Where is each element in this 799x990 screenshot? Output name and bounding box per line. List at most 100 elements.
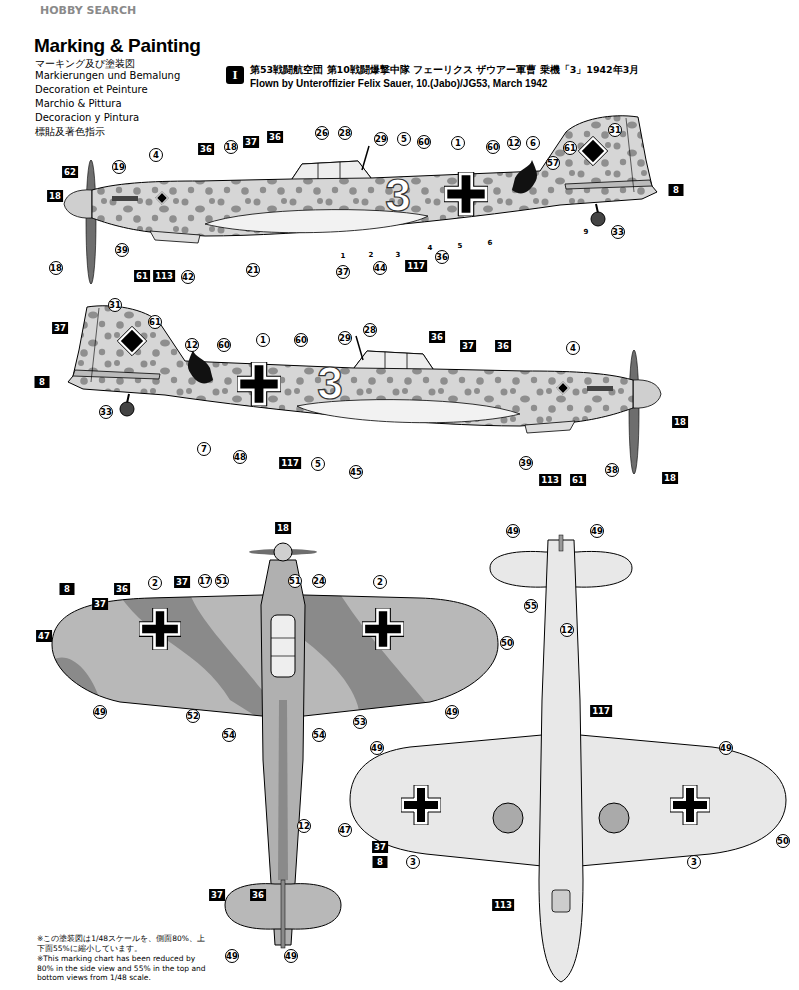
callout-number: 31	[608, 123, 622, 137]
stencil-number: 4	[428, 244, 433, 252]
callout-number: 2	[373, 575, 387, 589]
callout-number: 12	[507, 136, 521, 150]
callout-number: 38	[605, 463, 619, 477]
callout-number: 49	[225, 949, 239, 963]
scale-note: ※This marking chart has been reduced by …	[37, 954, 207, 983]
callout-number: 18	[49, 261, 63, 275]
callout-number: 4	[149, 148, 163, 162]
callout-number: 60	[217, 338, 231, 352]
callout-number: 3	[687, 855, 701, 869]
paint-callout: 18	[672, 416, 688, 428]
callout-number: 17	[198, 574, 212, 588]
callout-number: 61	[148, 315, 162, 329]
callout-number: 45	[349, 465, 363, 479]
callout-number: 50	[500, 636, 514, 650]
callout-number: 29	[338, 331, 352, 345]
marking-heading: Flown by Unteroffizier Felix Sauer, 10.(…	[250, 78, 547, 89]
callout-number: 44	[373, 261, 387, 275]
callout-number: 19	[112, 160, 126, 174]
callout-number: 28	[363, 323, 377, 337]
paint-callout: 18	[47, 190, 63, 202]
paint-callout: 18	[275, 522, 291, 534]
paint-callout: 37	[209, 889, 225, 901]
callout-number: 53	[353, 715, 367, 729]
callout-number: 36	[435, 250, 449, 264]
stencil-number: 2	[369, 251, 374, 259]
callout-number: 60	[417, 135, 431, 149]
paint-callout: 117	[405, 260, 427, 272]
callout-number: 49	[93, 705, 107, 719]
subtitle: マーキング及び塗装図	[35, 57, 135, 71]
callout-number: 51	[288, 574, 302, 588]
callout-number: 1	[256, 333, 270, 347]
aircraft-number: 3	[317, 356, 343, 410]
callout-number: 6	[526, 136, 540, 150]
callout-number: 49	[506, 524, 520, 538]
callout-number: 33	[99, 405, 113, 419]
paint-callout: 37	[92, 598, 108, 610]
callout-number: 51	[215, 574, 229, 588]
callout-number: 33	[611, 225, 625, 239]
callout-number: 60	[294, 333, 308, 347]
callout-number: 39	[519, 456, 533, 470]
stencil-number: 3	[396, 251, 401, 259]
callout-number: 52	[186, 709, 200, 723]
paint-callout: 117	[590, 705, 612, 717]
scheme-marker: I	[226, 66, 244, 84]
paint-callout: 61	[134, 270, 150, 282]
subtitle: Decoracion y Pintura	[35, 112, 139, 123]
scale-note: ※この塗装図は1/48スケールを、側面80%、上下面55%に縮小しています。	[37, 934, 207, 953]
watermark: HOBBY SEARCH	[40, 4, 136, 17]
bottom-view	[350, 535, 786, 982]
callout-number: 26	[315, 126, 329, 140]
paint-callout: 36	[267, 131, 283, 143]
paint-callout: 36	[114, 583, 130, 595]
stencil-number: 9	[584, 228, 589, 236]
paint-callout: 62	[62, 166, 78, 178]
subtitle: Marchio & Pittura	[35, 98, 122, 109]
callout-number: 5	[397, 132, 411, 146]
callout-number: 3	[406, 855, 420, 869]
paint-callout: 47	[36, 630, 52, 642]
callout-number: 2	[148, 576, 162, 590]
paint-callout: 37	[243, 136, 259, 148]
marking-heading: 第53戦闘航空団 第10戦闘爆撃中隊 フェーリクス ザウアー軍曹 乗機「3」19…	[250, 64, 639, 77]
callout-number: 61	[563, 141, 577, 155]
paint-callout: 37	[460, 340, 476, 352]
stencil-number: 6	[488, 239, 493, 247]
callout-number: 24	[312, 574, 326, 588]
page-title: Marking & Painting	[34, 35, 201, 57]
callout-number: 21	[246, 263, 260, 277]
paint-callout: 8	[669, 184, 684, 196]
callout-number: 54	[312, 728, 326, 742]
callout-number: 49	[284, 949, 298, 963]
callout-number: 49	[370, 741, 384, 755]
callout-number: 57	[546, 156, 560, 170]
callout-number: 60	[486, 140, 500, 154]
callout-number: 5	[311, 457, 325, 471]
paint-callout: 8	[60, 583, 75, 595]
callout-number: 1	[451, 136, 465, 150]
callout-number: 28	[338, 126, 352, 140]
paint-callout: 36	[429, 331, 445, 343]
subtitle: 標貼及著色指示	[35, 125, 105, 139]
aircraft-number: 3	[385, 168, 411, 222]
callout-number: 12	[185, 338, 199, 352]
callout-number: 18	[224, 140, 238, 154]
paint-callout: 36	[198, 143, 214, 155]
paint-callout: 37	[52, 322, 68, 334]
subtitle: Decoration et Peinture	[35, 84, 148, 95]
paint-callout: 37	[372, 841, 388, 853]
side-view	[64, 116, 657, 284]
stencil-number: 1	[341, 252, 346, 260]
callout-number: 39	[115, 243, 129, 257]
callout-number: 48	[233, 450, 247, 464]
callout-number: 42	[181, 270, 195, 284]
paint-callout: 113	[153, 270, 175, 282]
callout-number: 49	[445, 705, 459, 719]
subtitle: Markierungen und Bemalung	[35, 70, 180, 81]
paint-callout: 113	[492, 899, 514, 911]
callout-number: 4	[566, 341, 580, 355]
paint-callout: 36	[495, 340, 511, 352]
